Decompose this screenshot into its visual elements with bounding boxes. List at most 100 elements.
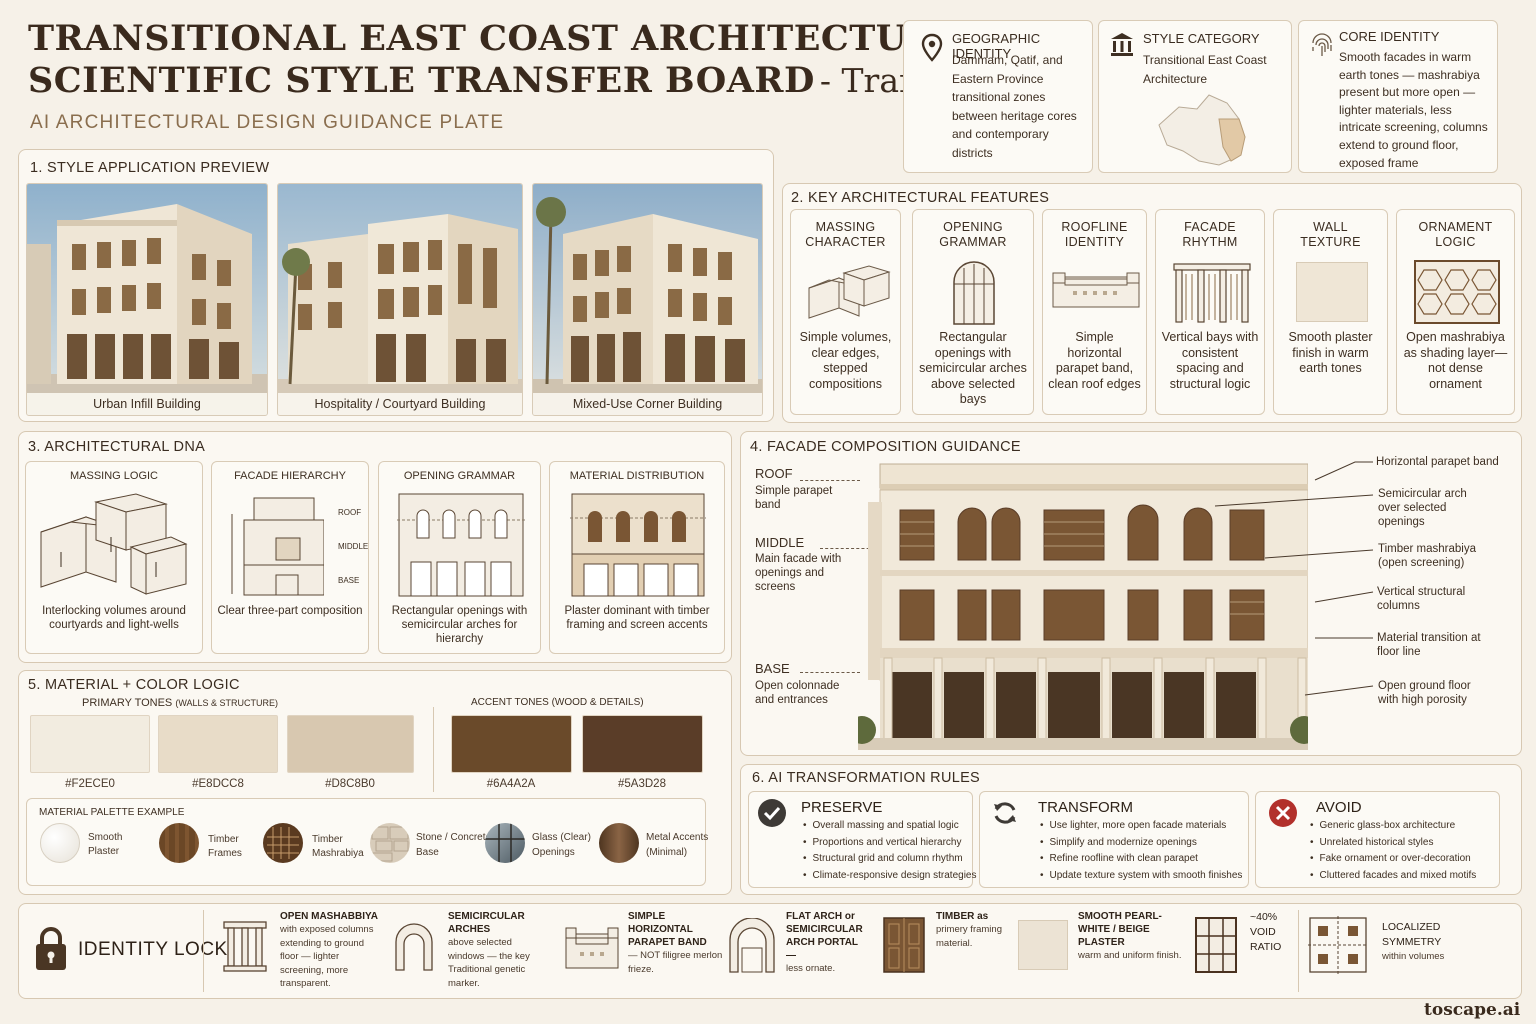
geographic-identity-card: GEOGRAPHIC IDENTITY Dammam, Qatif, and E… xyxy=(903,20,1093,173)
facade-leader-lines xyxy=(1214,461,1374,696)
preview-urban-infill: Urban Infill Building xyxy=(26,183,268,416)
feature-opening-h2: GRAMMAR xyxy=(939,235,1007,249)
leader-roof xyxy=(800,480,860,481)
palette-frames-l2: Frames xyxy=(208,848,242,859)
palette-plaster-swatch xyxy=(40,823,80,863)
mashrabiya-pattern-icon xyxy=(267,827,299,859)
transform-item: Simplify and modernize openings xyxy=(1040,835,1242,852)
identity-divider-2 xyxy=(1298,910,1299,992)
preserve-item: Overall massing and spatial logic xyxy=(803,818,976,835)
mixed-use-illustration xyxy=(533,184,762,415)
dna-opening-grammar: OPENING GRAMMAR Rectangular openings wit… xyxy=(378,461,541,654)
palette-metal-l2: (Minimal) xyxy=(646,847,688,858)
massing-blocks-icon xyxy=(808,265,891,319)
vertical-bays-icon xyxy=(1173,263,1251,323)
facade-note-parapet: Horizontal parapet band xyxy=(1376,456,1499,468)
plaster-texture-swatch xyxy=(1296,262,1368,322)
feature-opening-h1: OPENING xyxy=(943,220,1003,234)
feature-texture-h1: WALL xyxy=(1313,220,1348,234)
transform-list: Use lighter, more open facade materials … xyxy=(1040,818,1243,885)
facade-note-transition: Material transition at floor line xyxy=(1377,632,1481,658)
preserve-item: Structural grid and column rhythm xyxy=(803,851,976,868)
core-body: Smooth facades in warm earth tones — mas… xyxy=(1339,50,1488,170)
rules-title: 6. AI TRANSFORMATION RULES xyxy=(752,770,981,786)
leader-base xyxy=(800,672,860,673)
transform-head: TRANSFORM xyxy=(1038,799,1133,816)
palette-glass-l2: Openings xyxy=(532,847,575,858)
location-pin-icon xyxy=(921,33,943,62)
dna-label-middle: MIDDLE xyxy=(338,542,369,551)
feature-texture-h2: TEXTURE xyxy=(1300,235,1361,249)
plaster-icon xyxy=(1018,920,1068,970)
interlocking-volumes-icon xyxy=(40,493,188,595)
material-distribution-elevation xyxy=(570,493,706,597)
identity-parapet-body: — NOT filigree merlon frieze. xyxy=(628,950,723,975)
hex-primary-3: #D8C8B0 xyxy=(325,778,375,790)
dna-opening-head: OPENING GRAMMAR xyxy=(403,470,516,482)
core-title: CORE IDENTITY xyxy=(1339,29,1440,44)
palette-frames-l1: Timber xyxy=(208,834,239,845)
rule-preserve-card: PRESERVE Overall massing and spatial log… xyxy=(748,791,976,888)
transform-item: Refine roofline with clean parapet xyxy=(1040,851,1242,868)
parapet-roofline-icon xyxy=(1052,272,1140,308)
primary-tones-title: PRIMARY TONES xyxy=(82,697,173,709)
facade-roof-body: Simple parapet band xyxy=(755,485,833,511)
facade-note-mashrabiya: Timber mashrabiya (open screening) xyxy=(1378,543,1476,569)
feature-opening: OPENING GRAMMAR Rectangular openings wit… xyxy=(912,209,1034,415)
identity-portal-body: less ornate. xyxy=(786,963,836,974)
mashrabiya-lattice-icon xyxy=(1414,260,1500,324)
avoid-list: Generic glass-box architecture Unrelated… xyxy=(1310,818,1477,884)
feature-texture-body: Smooth plaster finish in warm earth tone… xyxy=(1288,330,1373,375)
padlock-icon xyxy=(36,927,66,970)
palette-mashrabiya-swatch xyxy=(263,823,303,863)
feature-roofline-h2: IDENTITY xyxy=(1064,235,1125,249)
hex-primary-2: #E8DCC8 xyxy=(192,778,244,790)
dna-facade-hierarchy: FACADE HIERARCHY ROOF MIDDLE BASE Clear … xyxy=(211,461,369,654)
material-title: 5. MATERIAL + COLOR LOGIC xyxy=(28,677,240,693)
facade-note-ground: Open ground floor with high porosity xyxy=(1378,680,1471,706)
feature-rhythm: FACADE RHYTHM Vertical bays with consist… xyxy=(1155,209,1265,415)
feature-opening-body: Rectangular openings with semicircular a… xyxy=(919,330,1027,406)
parapet-icon xyxy=(565,927,619,969)
glass-grid-icon xyxy=(485,823,525,863)
void-ratio-window-icon xyxy=(1195,917,1237,973)
transform-item: Update texture system with smooth finish… xyxy=(1040,868,1243,885)
swatch-accent-2 xyxy=(582,715,703,773)
columns-icon xyxy=(223,921,267,972)
facade-base-head: BASE xyxy=(755,661,790,676)
preview-caption-3: Mixed-Use Corner Building xyxy=(533,393,762,415)
identity-timber: TIMBER as primery framing material. xyxy=(936,910,1006,990)
preview-title: 1. STYLE APPLICATION PREVIEW xyxy=(30,160,270,176)
fingerprint-icon xyxy=(1312,33,1332,56)
avoid-item: Fake ornament or over-decoration xyxy=(1310,851,1476,868)
features-title: 2. KEY ARCHITECTURAL FEATURES xyxy=(791,190,1050,206)
feature-rhythm-h1: FACADE xyxy=(1184,220,1236,234)
swatch-primary-2 xyxy=(158,715,278,773)
leader-middle xyxy=(820,548,880,549)
geo-body: Dammam, Qatif, and Eastern Province tran… xyxy=(952,53,1077,160)
feature-roofline-h1: ROOFLINE xyxy=(1061,220,1128,234)
facade-note-arch: Semicircular arch over selected openings xyxy=(1378,488,1467,528)
identity-void: ~40% VOID RATIO xyxy=(1250,910,1292,990)
swatch-primary-3 xyxy=(287,715,414,773)
feature-roofline: ROOFLINE IDENTITY Simple horizontal para… xyxy=(1042,209,1147,415)
symmetry-grid-icon xyxy=(1308,916,1368,974)
identity-arches-head: SEMICIRCULAR ARCHES xyxy=(448,911,525,935)
dna-massing-head: MASSING LOGIC xyxy=(69,470,159,482)
title-line-2: SCIENTIFIC STYLE TRANSFER BOARD xyxy=(28,60,815,101)
dna-hierarchy-body: Clear three-part composition xyxy=(217,605,363,617)
palette-glass-l1: Glass (Clear) xyxy=(532,832,591,843)
three-part-facade-icon xyxy=(231,497,324,596)
identity-parapet-head: SIMPLE HORIZONTAL PARAPET BAND xyxy=(628,911,707,948)
avoid-item: Generic glass-box architecture xyxy=(1310,818,1476,835)
feature-massing-h1: MASSING xyxy=(815,220,876,234)
feature-ornament-h2: LOGIC xyxy=(1435,235,1476,249)
rule-transform-card: TRANSFORM Use lighter, more open facade … xyxy=(979,791,1249,888)
identity-symmetry-body: within volumes xyxy=(1382,951,1445,962)
preview-caption-2: Hospitality / Courtyard Building xyxy=(278,393,522,415)
feature-massing-h2: CHARACTER xyxy=(805,235,886,249)
core-identity-card: CORE IDENTITY Smooth facades in warm ear… xyxy=(1298,20,1498,173)
facade-note-columns: Vertical structural columns xyxy=(1377,586,1466,612)
facade-title: 4. FACADE COMPOSITION GUIDANCE xyxy=(750,439,1021,455)
dna-title: 3. ARCHITECTURAL DNA xyxy=(28,439,206,455)
